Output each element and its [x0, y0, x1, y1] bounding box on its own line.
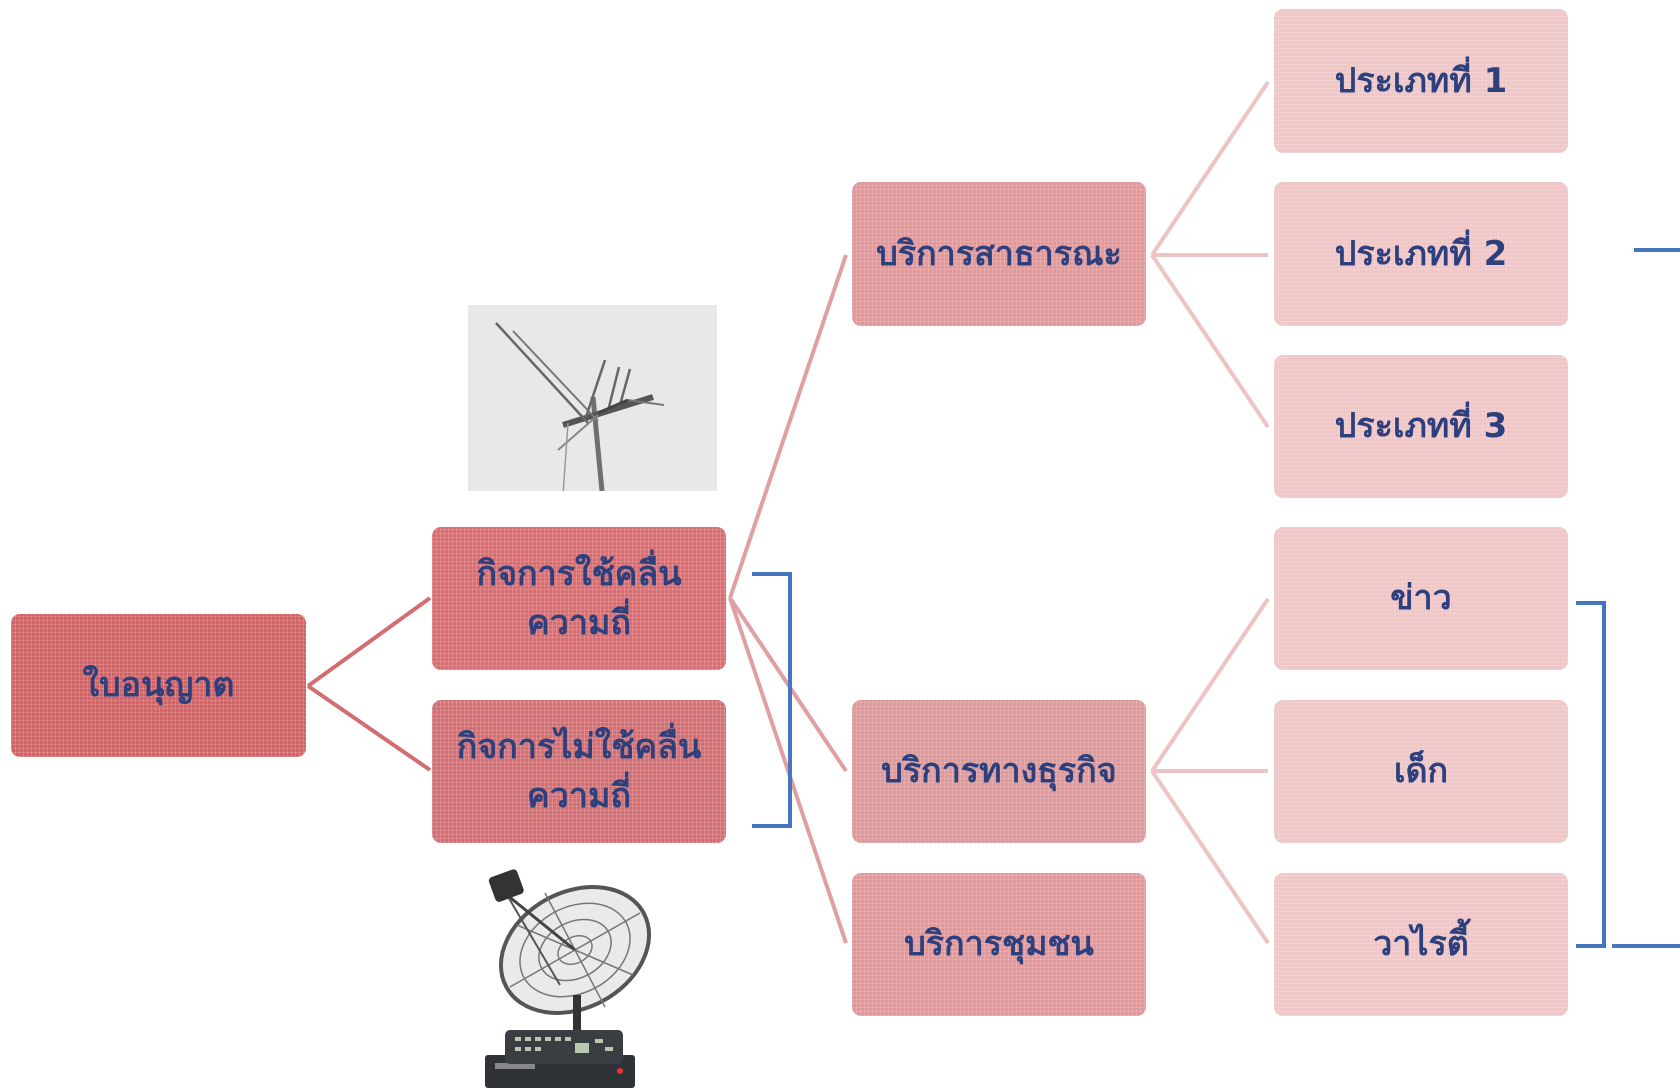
node-frequency-use-line1: กิจการใช้คลื่น — [476, 554, 682, 595]
connector-business-to-news — [1150, 597, 1270, 773]
node-no-frequency-use-line2: ความถี่ — [527, 775, 631, 816]
node-no-frequency-use: กิจการไม่ใช้คลื่น ความถี่ — [432, 700, 726, 843]
connector-root-to-no-freq — [306, 684, 432, 772]
node-type-3-label: ประเภทที่ 3 — [1334, 406, 1508, 447]
node-license-label: ใบอนุญาต — [82, 665, 235, 706]
satellite-dish-icon — [485, 869, 652, 1088]
node-variety-label: วาไรตี้ — [1373, 924, 1469, 965]
bracket-left — [752, 572, 792, 828]
node-business-service: บริการทางธุรกิจ — [852, 700, 1146, 843]
connector-public-to-type1 — [1150, 80, 1270, 257]
node-frequency-use-line2: ความถี่ — [527, 602, 631, 643]
node-type-1-label: ประเภทที่ 1 — [1334, 60, 1508, 101]
node-news: ข่าว — [1274, 527, 1568, 670]
node-type-2-label: ประเภทที่ 2 — [1334, 233, 1508, 274]
node-license: ใบอนุญาต — [11, 614, 306, 757]
connector-business-to-variety — [1150, 769, 1270, 945]
node-kids: เด็ก — [1274, 700, 1568, 843]
terrestrial-antenna-photo — [468, 305, 717, 496]
bracket-right — [1576, 601, 1606, 948]
connector-public-to-type3 — [1150, 253, 1270, 429]
node-type-3: ประเภทที่ 3 — [1274, 355, 1568, 498]
node-variety: วาไรตี้ — [1274, 873, 1568, 1016]
node-type-1: ประเภทที่ 1 — [1274, 9, 1568, 153]
node-business-service-label: บริการทางธุรกิจ — [881, 751, 1117, 792]
connector-root-to-use-freq — [306, 596, 432, 688]
satellite-dish-with-receiver-photo — [455, 865, 660, 1088]
node-kids-label: เด็ก — [1393, 751, 1449, 792]
node-public-service-label: บริการสาธารณะ — [876, 233, 1122, 274]
antenna-icon — [468, 305, 717, 496]
node-community-service: บริการชุมชน — [852, 873, 1146, 1016]
node-public-service: บริการสาธารณะ — [852, 182, 1146, 326]
node-news-label: ข่าว — [1390, 578, 1452, 619]
node-no-frequency-use-line1: กิจการไม่ใช้คลื่น — [456, 727, 702, 768]
connector-usefreq-to-public — [728, 254, 848, 599]
node-type-2: ประเภทที่ 2 — [1274, 182, 1568, 326]
node-community-service-label: บริการชุมชน — [904, 924, 1094, 965]
node-frequency-use: กิจการใช้คลื่น ความถี่ — [432, 527, 726, 670]
